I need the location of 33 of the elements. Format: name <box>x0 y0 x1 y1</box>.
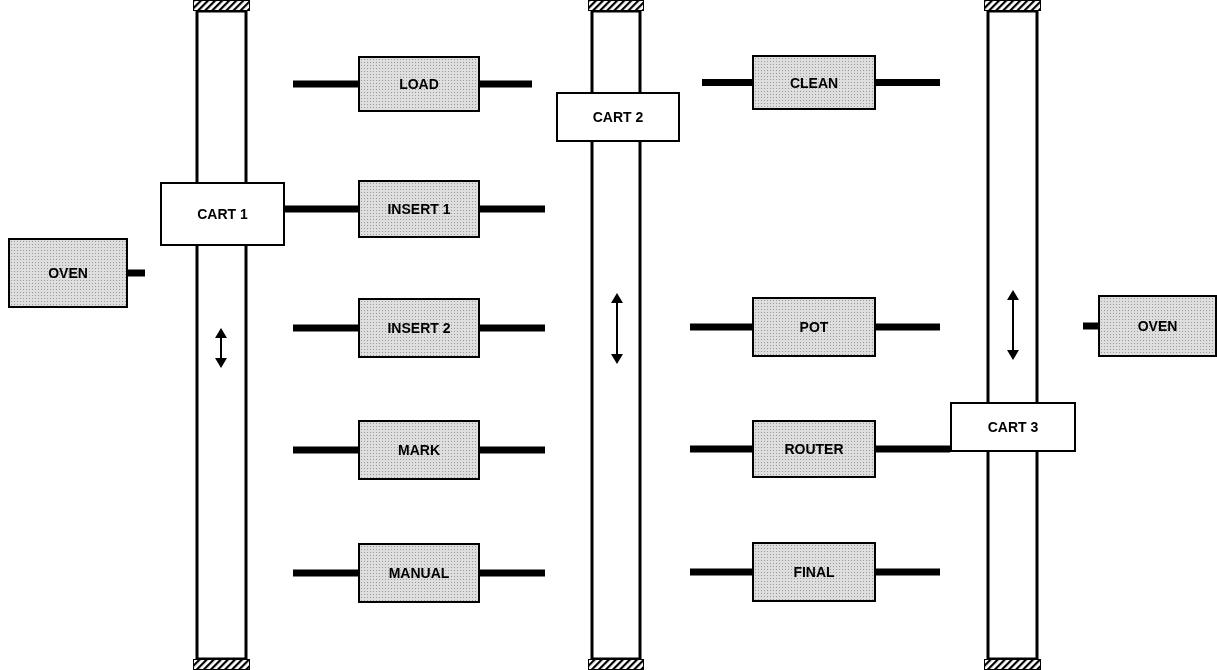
station-box <box>752 420 876 478</box>
station-box <box>752 55 876 110</box>
node-label: CART 1 <box>197 206 248 222</box>
rail-track <box>588 0 644 670</box>
station-box <box>752 542 876 602</box>
station-box <box>752 297 876 357</box>
cart-box <box>556 92 680 142</box>
node-label: POT <box>799 319 829 335</box>
node-label: MARK <box>398 442 440 458</box>
node-label: CART 3 <box>987 419 1039 435</box>
station-box <box>358 298 480 358</box>
station-box <box>1098 295 1217 357</box>
station-box <box>358 420 480 480</box>
node-label: CLEAN <box>789 74 839 91</box>
node-label: OVEN <box>48 265 88 281</box>
node-label: ROUTER <box>784 441 844 457</box>
cart-box <box>950 402 1076 452</box>
node-label: MANUAL <box>388 565 450 581</box>
node-label: FINAL <box>793 564 835 580</box>
cart-box <box>160 182 285 246</box>
station-box <box>358 56 480 112</box>
connector-line <box>285 205 358 213</box>
rail-track <box>193 0 250 670</box>
rail-track <box>984 0 1041 670</box>
station-box <box>8 238 128 308</box>
node-label: INSERT 1 <box>387 201 451 217</box>
station-box <box>358 543 480 603</box>
node-label: INSERT 2 <box>387 320 451 336</box>
node-label: OVEN <box>1137 318 1178 334</box>
station-box <box>358 180 480 238</box>
node-label: CART 2 <box>592 109 644 125</box>
connector-line <box>876 445 950 453</box>
node-label: LOAD <box>399 76 439 92</box>
